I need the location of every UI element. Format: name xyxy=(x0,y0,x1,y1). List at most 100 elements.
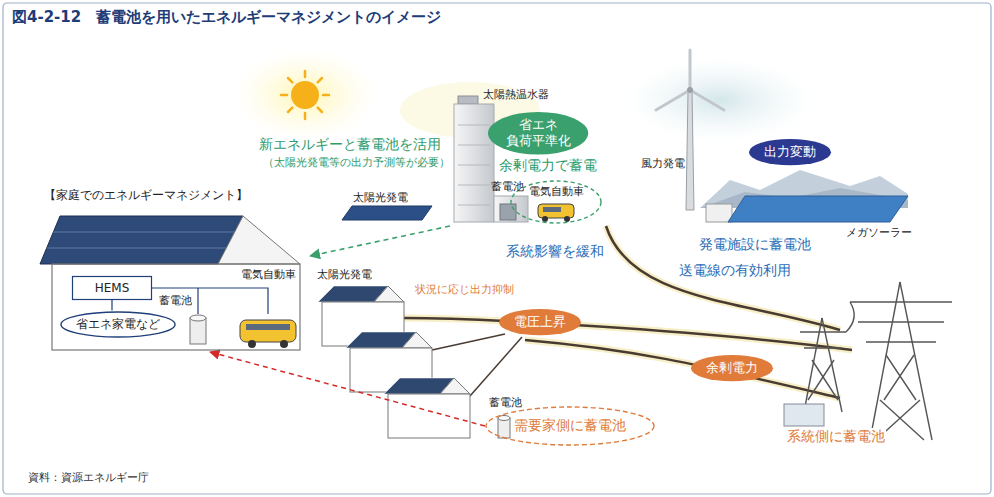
sun-icon xyxy=(304,71,307,77)
power-line xyxy=(404,226,852,398)
pylon xyxy=(900,282,932,440)
office-building xyxy=(458,125,490,205)
sun-icon xyxy=(281,71,329,119)
node-text: 省エネ家電など xyxy=(76,317,160,332)
sun-icon xyxy=(291,81,319,109)
power-line xyxy=(404,318,852,350)
label-text: 蓄電池 xyxy=(158,294,193,307)
goal-ellipse: 省エネ 負荷平準化 xyxy=(487,111,589,156)
office-building xyxy=(458,96,478,104)
power-line xyxy=(404,226,852,398)
node-text: 電気自動車 xyxy=(529,185,584,199)
office-building xyxy=(454,104,494,222)
office-building xyxy=(458,185,490,186)
house-shape xyxy=(52,264,300,350)
ev-car-icon xyxy=(542,216,548,222)
pylon xyxy=(884,355,914,400)
label-text: 太陽光発電 xyxy=(352,191,409,204)
wind-turbine xyxy=(656,50,724,110)
power-line xyxy=(404,318,852,350)
pylon xyxy=(858,321,944,322)
pylon xyxy=(846,302,854,332)
label-text: 蓄電池 xyxy=(488,396,523,409)
power-line xyxy=(606,226,840,330)
house-shape xyxy=(40,216,243,264)
sun-icon xyxy=(304,113,307,119)
wind-turbine xyxy=(625,58,815,142)
label-text: 太陽熱温水器 xyxy=(482,88,550,101)
house-shape xyxy=(47,248,227,249)
power-line xyxy=(525,340,840,398)
flow-arrow xyxy=(310,226,450,256)
sun-icon xyxy=(288,78,292,82)
battery-icon xyxy=(190,315,206,321)
ev-car-icon xyxy=(248,340,256,348)
ellipse-shape xyxy=(511,181,601,223)
sun-icon xyxy=(318,78,322,82)
connector xyxy=(111,300,112,311)
office-building xyxy=(458,165,490,166)
label-text: 蓄電池 xyxy=(490,180,525,193)
pylon xyxy=(804,347,842,348)
mega-solar xyxy=(728,196,908,222)
figure-frame xyxy=(3,3,991,494)
measure-ellipse: 需要家側に蓄電池 xyxy=(485,406,655,446)
battery-icon xyxy=(498,416,510,439)
mega-solar xyxy=(706,204,732,222)
ev-car-icon xyxy=(280,340,288,348)
ellipse-shape xyxy=(499,309,581,335)
ellipse-shape xyxy=(61,312,175,337)
house-shape xyxy=(218,216,300,264)
ellipse-shape xyxy=(749,139,831,165)
label-text: 状況に応じ出力抑制 xyxy=(414,283,515,296)
label-text: 風力発電 xyxy=(640,157,686,170)
label-text: 太陽光発電 xyxy=(316,268,373,281)
pylon xyxy=(808,360,834,400)
label-text: 送電線の有効利用 xyxy=(678,262,792,279)
office-building xyxy=(458,125,490,126)
pylon xyxy=(812,360,838,400)
node-text: 電圧上昇 xyxy=(514,314,566,330)
house-shape xyxy=(53,232,234,233)
home-wiring xyxy=(197,288,198,314)
home-wiring xyxy=(152,288,268,314)
figure-title: 図4-2-12 蓄電池を用いたエネルギーマネジメントのイメージ xyxy=(12,8,441,27)
wind-turbine xyxy=(689,50,692,90)
sun-icon xyxy=(233,49,377,141)
office-building xyxy=(500,204,516,220)
sun-icon xyxy=(318,108,322,112)
source-caption: 資料：資源エネルギー庁 xyxy=(28,470,149,485)
small-house xyxy=(402,332,432,348)
wind-turbine xyxy=(686,92,694,210)
ev-car-icon xyxy=(538,204,574,218)
small-house xyxy=(374,286,404,302)
label-text: （太陽光発電等の出力予測等が必要） xyxy=(262,156,451,169)
node-text: 省エネ 負荷平準化 xyxy=(503,117,573,150)
ev-car-icon xyxy=(538,204,574,222)
pylon xyxy=(800,331,846,332)
node-text: HEMS xyxy=(95,281,130,296)
power-line xyxy=(470,337,522,396)
power-line xyxy=(432,334,505,350)
label-text: メガソーラー xyxy=(845,226,913,239)
pylon xyxy=(866,341,936,342)
sun-icon xyxy=(233,49,377,141)
ev-car-icon xyxy=(564,216,570,222)
label-text: 余剰電力で蓄電 xyxy=(498,157,598,174)
node-text: 出力変動 xyxy=(764,144,816,160)
pylon xyxy=(870,282,900,440)
small-house xyxy=(440,378,470,394)
node-text: 余剰電力 xyxy=(706,360,758,376)
power-line xyxy=(525,340,840,398)
solar-panel xyxy=(342,206,432,220)
sun-icon xyxy=(288,108,292,112)
wind-turbine xyxy=(690,90,724,110)
mega-solar xyxy=(700,170,908,222)
office-building xyxy=(458,205,490,206)
ellipse-shape xyxy=(486,407,654,445)
ev-car-icon xyxy=(246,324,290,330)
pylon xyxy=(850,301,952,302)
small-house xyxy=(384,378,470,438)
label-text: 系統影響を緩和 xyxy=(505,243,605,260)
